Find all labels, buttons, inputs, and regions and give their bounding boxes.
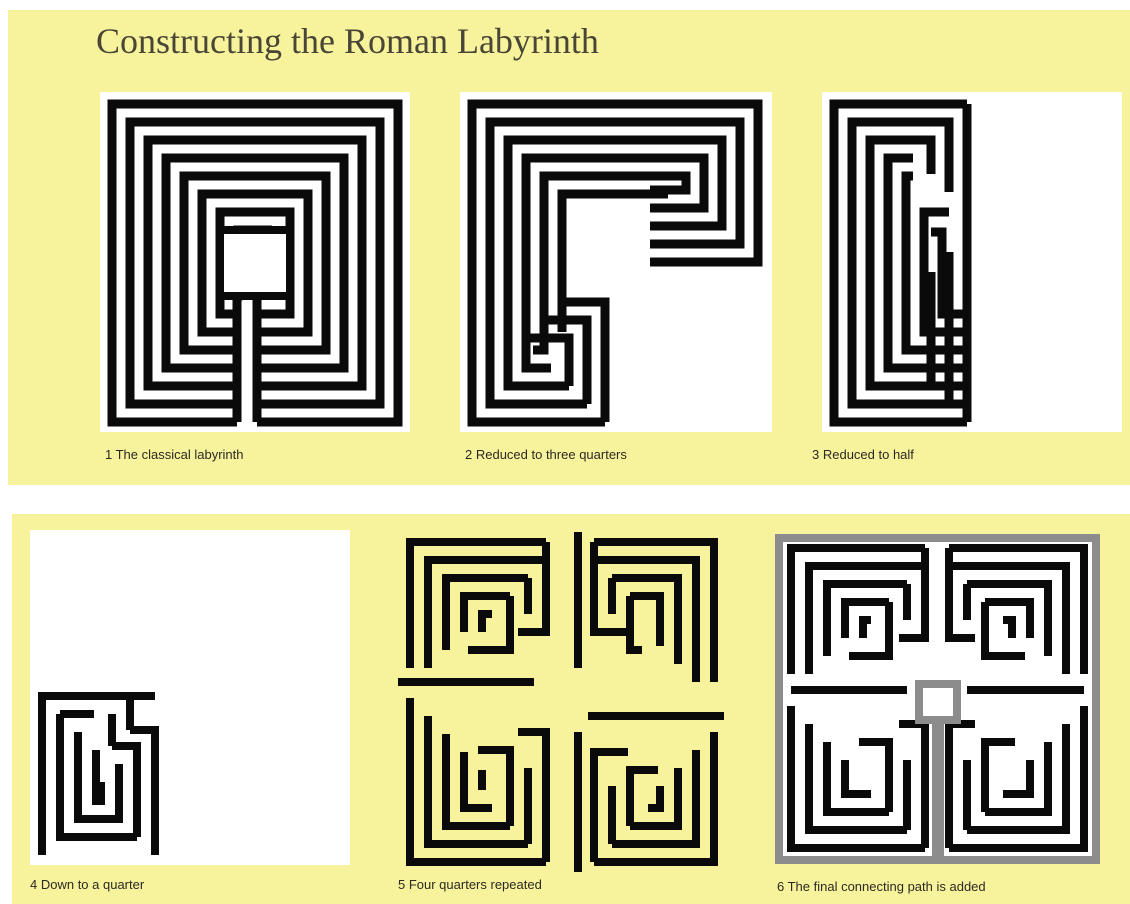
page-title: Constructing the Roman Labyrinth [96, 20, 599, 62]
figure-4-quarter: 4 Down to a quarter [30, 530, 350, 870]
figure-5-four-quarters: 5 Four quarters repeated [398, 532, 724, 872]
labyrinth-half-diagram [822, 92, 1122, 432]
figure-2-three-quarters: 2 Reduced to three quarters [460, 92, 772, 432]
figure-1-classical-labyrinth: 1 The classical labyrinth [100, 92, 410, 432]
labyrinth-quarter-diagram [30, 530, 350, 870]
labyrinth-three-quarters-diagram [460, 92, 772, 432]
figure-6-caption: 6 The final connecting path is added [777, 879, 986, 894]
figure-5-caption: 5 Four quarters repeated [398, 877, 542, 892]
figure-1-caption: 1 The classical labyrinth [105, 447, 244, 462]
figure-6-final-path: 6 The final connecting path is added [775, 534, 1100, 874]
labyrinth-final-diagram [775, 534, 1100, 874]
figure-2-caption: 2 Reduced to three quarters [465, 447, 627, 462]
figure-4-caption: 4 Down to a quarter [30, 877, 144, 892]
figure-3-half: 3 Reduced to half [822, 92, 1122, 432]
figure-3-caption: 3 Reduced to half [812, 447, 914, 462]
labyrinth-four-quarters-diagram [398, 532, 724, 872]
labyrinth-full-diagram [100, 92, 410, 432]
